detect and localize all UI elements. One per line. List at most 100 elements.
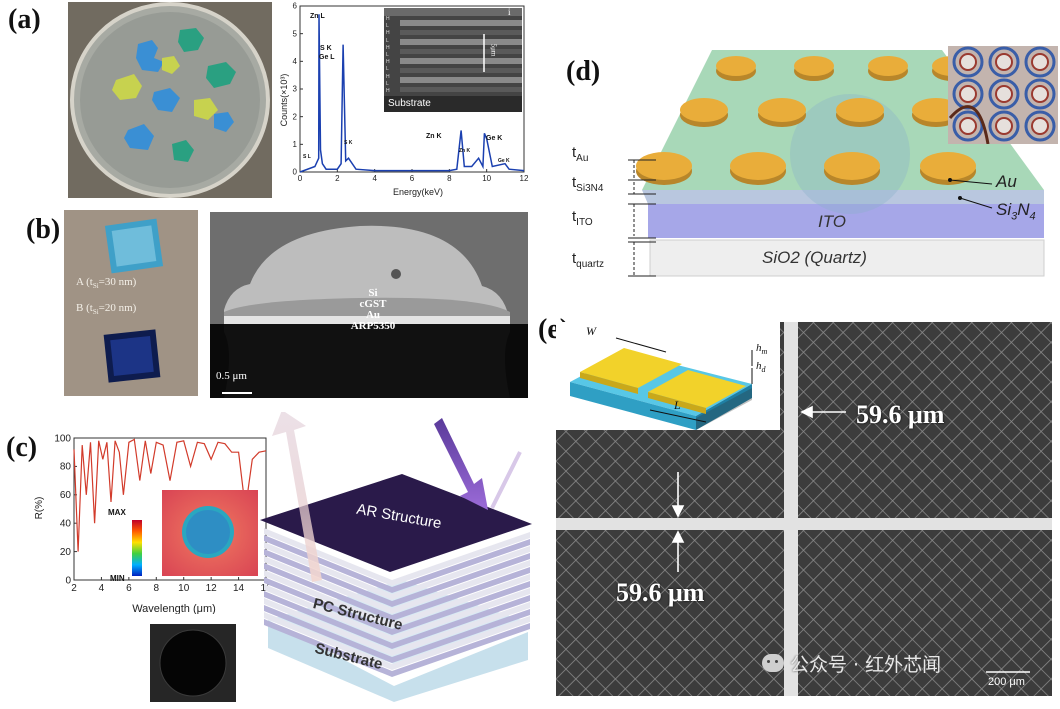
eds-inset-layer-label: H: [386, 44, 390, 51]
wafer-photo: [68, 2, 272, 198]
eds-xtick-label: 12: [520, 174, 529, 183]
inset-ring-core: [1031, 53, 1049, 71]
inset-l-label: L: [674, 398, 681, 412]
sem-layer-label: Si: [368, 287, 378, 299]
material-si3n4-label: Si3N4: [996, 200, 1036, 223]
refl-xtick-label: 2: [71, 583, 77, 594]
eds-xtick-label: 8: [447, 174, 452, 183]
unit-cell-svg: [570, 337, 753, 430]
device-photo-inset: [948, 46, 1058, 144]
au-disk: [824, 152, 880, 180]
eds-ytick-label: 3: [293, 85, 298, 94]
inset-hd-label: hd: [756, 360, 766, 375]
wechat-icon: [762, 654, 784, 672]
inset-ring: [952, 110, 984, 142]
samples-photo: A (tSi=30 nm) B (tSi=20 nm): [64, 210, 198, 396]
sem-layer-label: ARP5350: [350, 320, 396, 332]
refl-ytick-label: 20: [60, 547, 72, 558]
inset-ring-core: [995, 85, 1013, 103]
refl-xtick-label: 10: [178, 583, 190, 594]
refl-ylabel: R(%): [34, 497, 45, 520]
material-au-label: Au: [996, 172, 1017, 191]
eds-inset-layer-label: H: [386, 88, 390, 94]
panel-label-b: (b): [26, 214, 61, 245]
panel-label-c: (c): [6, 432, 38, 463]
inset-ring-core: [995, 117, 1013, 135]
eds-inset-layers: [384, 8, 522, 112]
refl-xtick-label: 6: [126, 583, 132, 594]
refl-xtick-label: 14: [233, 583, 245, 594]
eds-ytick-label: 2: [293, 112, 298, 121]
colorbar: [132, 520, 142, 576]
au-disk: [794, 56, 834, 76]
wafer-photo-graphic: [68, 2, 272, 198]
reflectance-chart: R(%) Wavelength (μm) 2468101214160204060…: [32, 428, 272, 615]
eds-ytick-label: 5: [293, 29, 298, 38]
eds-inset-scale: 5μm: [489, 43, 498, 57]
sem-grid-scale-label: 200 μm: [988, 676, 1025, 688]
reflectance-map-graphic: [162, 490, 258, 576]
eds-inset-layer-label: L: [386, 23, 389, 30]
sem-layer-label: Au: [365, 309, 381, 321]
au-disk: [716, 56, 756, 76]
reflectance-chart-svg: R(%) Wavelength (μm) 2468101214160204060…: [34, 433, 272, 615]
eds-xtick-label: 10: [482, 174, 491, 183]
inset-ring-core: [995, 53, 1013, 71]
eds-peak-zn-kb: Zn K: [459, 148, 470, 154]
stack-schematic: AR Structure PC Structure Substrate: [252, 410, 542, 704]
au-disk: [730, 152, 786, 180]
colorbar-max: MAX: [108, 508, 126, 517]
eds-peak-s-l: S L: [303, 154, 311, 160]
colorbar-min: MIN: [110, 574, 125, 583]
inset-ring: [1024, 110, 1056, 142]
inset-ring-core: [959, 53, 977, 71]
inset-ring: [988, 110, 1020, 142]
sem-cross-section-graphic: [210, 212, 528, 398]
inset-ring-core: [959, 117, 977, 135]
eds-peak-ge-kb: Ge K: [498, 158, 510, 164]
refl-xtick-label: 8: [154, 583, 160, 594]
inset-ring: [988, 46, 1020, 78]
eds-ytick-label: 4: [293, 57, 298, 66]
sample-b-label: B (tSi=20 nm): [76, 302, 137, 317]
refl-xlabel: Wavelength (μm): [132, 603, 216, 614]
stack-schematic-svg: [260, 410, 532, 702]
eds-peak-ge-k: Ge K: [486, 135, 502, 142]
eds-ytick-label: 0: [293, 168, 298, 177]
inset-ring: [988, 78, 1020, 110]
material-quartz-label: SiO2 (Quartz): [762, 248, 867, 267]
thickness-label: tITO: [572, 208, 593, 228]
sem-layer-label: cGST: [359, 298, 387, 310]
eds-inset-layer-label: H: [386, 73, 390, 80]
au-disk: [836, 98, 884, 122]
panel-label-a: (a): [8, 4, 41, 35]
incident-arrow: [434, 418, 488, 510]
material-ito-label: ITO: [818, 212, 847, 231]
refl-frame: [73, 437, 267, 581]
sample-black-photo: [150, 624, 236, 702]
refl-xtick-label: 4: [99, 583, 105, 594]
refl-ytick-label: 100: [54, 433, 71, 444]
refl-series-line: [73, 438, 267, 552]
reflectance-map: [162, 490, 258, 576]
eds-peak-zn-k: Zn K: [426, 133, 442, 140]
reflected-arrow: [272, 410, 322, 582]
sample-black-graphic: [150, 624, 236, 702]
refl-ytick-label: 0: [65, 575, 71, 586]
eds-inset-layer-label: H: [386, 59, 390, 66]
inset-hm-label: hm: [756, 342, 768, 357]
au-disk: [868, 56, 908, 76]
au-disk: [920, 152, 976, 180]
eds-xtick-label: 6: [410, 174, 415, 183]
inset-ring-core: [959, 85, 977, 103]
inset-ring-core: [1031, 85, 1049, 103]
au-disk: [758, 98, 806, 122]
sem-grid-graphic: [556, 322, 1052, 696]
inset-ring: [1024, 46, 1056, 78]
eds-peak-ge-l: Ge L: [319, 54, 335, 61]
